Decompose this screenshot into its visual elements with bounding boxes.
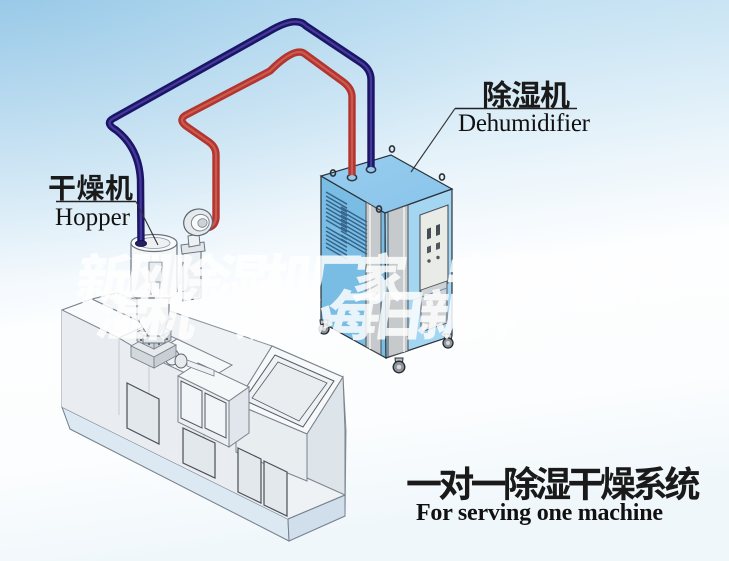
svg-text:For serving one machine: For serving one machine xyxy=(416,500,663,526)
svg-text:Dehumidifier: Dehumidifier xyxy=(458,110,591,137)
svg-text:Hopper: Hopper xyxy=(55,204,131,231)
